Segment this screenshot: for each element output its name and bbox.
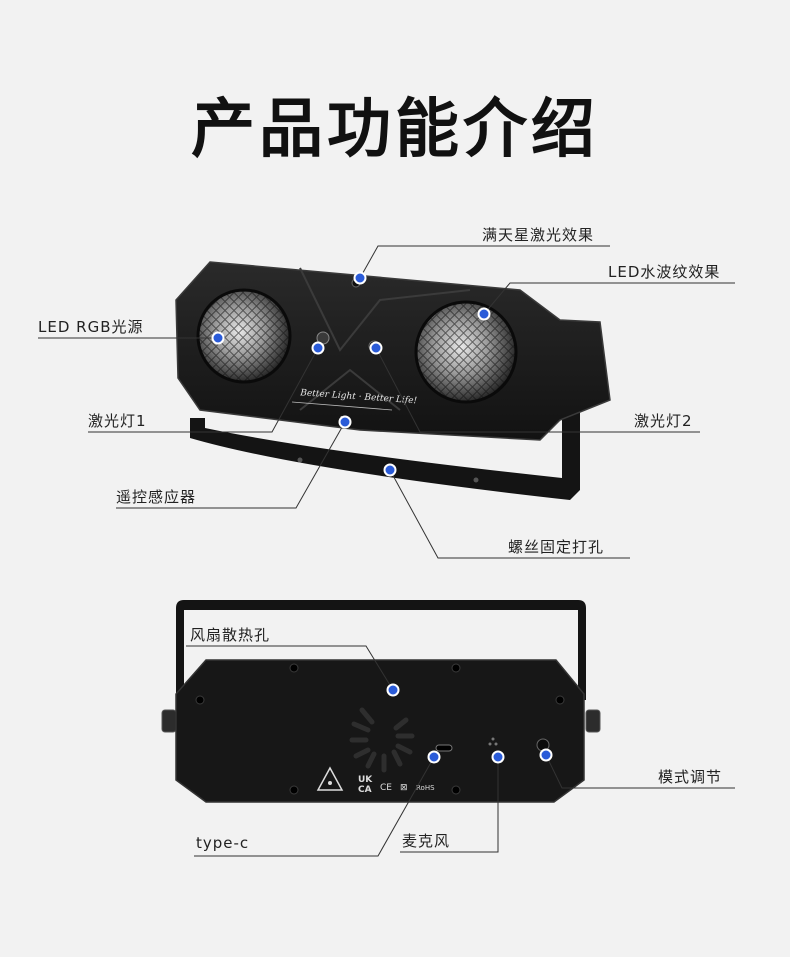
label-remote-sensor: 遥控感应器: [116, 488, 197, 506]
label-microphone: 麦克风: [402, 832, 451, 850]
label-starry-laser: 满天星激光效果: [482, 226, 595, 244]
label-laser-1: 激光灯1: [88, 412, 147, 430]
front-markers: [211, 271, 491, 477]
cert-rohs: RoHS: [416, 784, 435, 792]
marker-mode-adjust: [539, 748, 553, 762]
label-type-c: type-c: [196, 834, 250, 852]
label-fan-vent: 风扇散热孔: [190, 626, 271, 644]
back-bracket: [176, 600, 586, 700]
back-body: [175, 659, 585, 803]
laser-warning-icon: [316, 766, 344, 791]
cert-weee: ⊠: [400, 783, 408, 793]
label-screw-hole: 螺丝固定打孔: [508, 538, 605, 556]
marker-microphone: [491, 750, 505, 764]
marker-laser-2: [369, 341, 383, 355]
marker-starry: [353, 271, 367, 285]
back-device: UK CA CE ⊠ RoHS: [161, 600, 601, 803]
marker-led-rgb: [211, 331, 225, 345]
marker-laser-1: [311, 341, 325, 355]
cert-ca: CA: [358, 785, 372, 795]
marker-remote-sensor: [338, 415, 352, 429]
label-led-rgb: LED RGB光源: [38, 318, 144, 336]
marker-screw-hole: [383, 463, 397, 477]
page-title: 产品功能介绍: [191, 93, 599, 167]
back-markers: [386, 683, 553, 764]
label-led-water: LED水波纹效果: [608, 263, 721, 281]
type-c-port: [435, 744, 453, 752]
right-crystal-ball: [414, 300, 518, 404]
fan-vent: [349, 707, 415, 773]
front-body: [175, 261, 611, 441]
cert-ce: CE: [380, 783, 392, 793]
front-device: Better Light · Better Life! IR: [175, 261, 611, 500]
back-callout-lines: [186, 645, 735, 857]
marker-type-c: [427, 750, 441, 764]
left-crystal-ball: [196, 288, 292, 384]
front-callout-lines: [38, 245, 735, 559]
marker-led-water: [477, 307, 491, 321]
label-laser-2: 激光灯2: [634, 412, 693, 430]
marker-fan-vent: [386, 683, 400, 697]
label-mode-adjust: 模式调节: [658, 768, 723, 786]
cert-uk: UK: [358, 775, 373, 785]
